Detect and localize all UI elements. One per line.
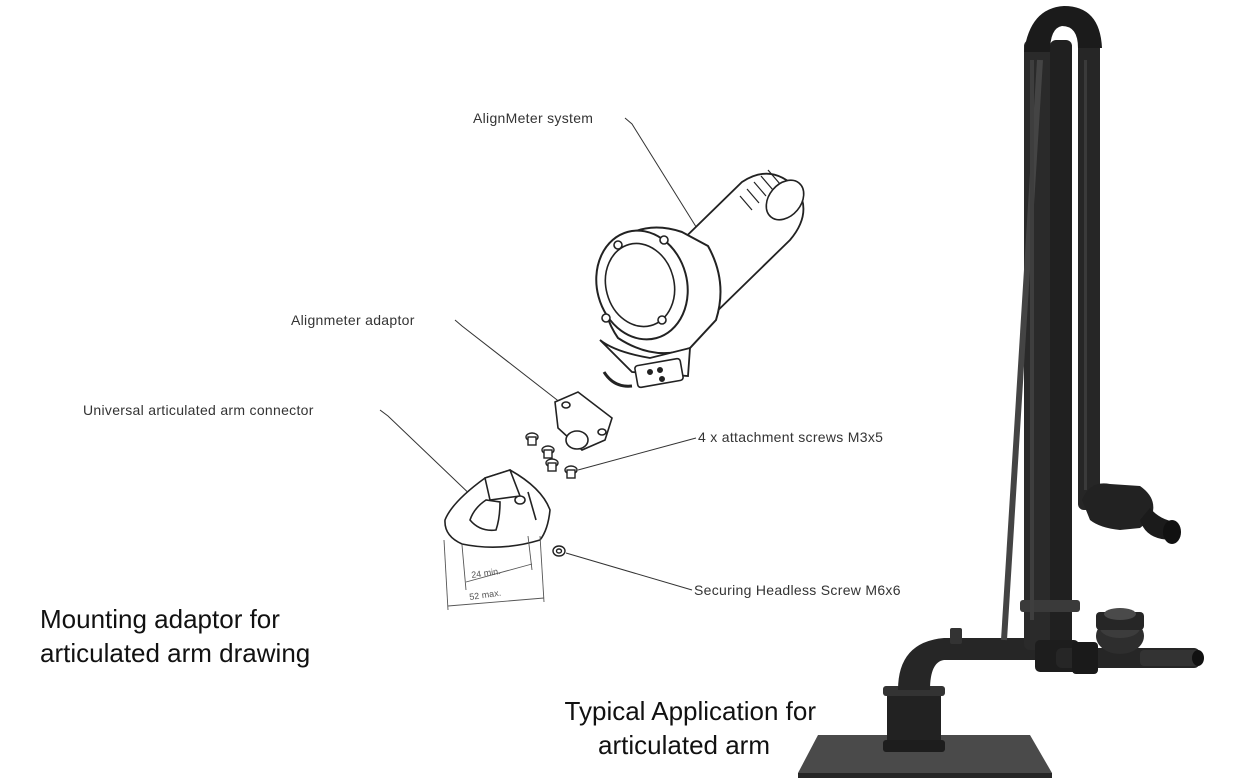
- caption-mounting-adaptor: Mounting adaptor for articulated arm dra…: [40, 602, 310, 670]
- label-attachment-screws: 4 x attachment screws M3x5: [698, 429, 884, 445]
- caption-left-line2: articulated arm drawing: [40, 638, 311, 668]
- headless-screw: [552, 545, 566, 557]
- caption-right-line2: articulated arm: [598, 730, 770, 760]
- articulated-arm: [798, 6, 1204, 778]
- label-alignmeter-system: AlignMeter system: [473, 110, 594, 126]
- label-alignmeter-adaptor: Alignmeter adaptor: [291, 312, 415, 328]
- caption-left-line1: Mounting adaptor for: [40, 604, 280, 634]
- arm-connector: [444, 469, 551, 548]
- caption-right-line1: Typical Application for: [564, 696, 816, 726]
- leader-attachment-screws: [577, 437, 697, 471]
- leader-headless-screw: [565, 552, 693, 591]
- alignmeter-adaptor: [554, 391, 613, 451]
- leader-alignmeter-adaptor: [454, 319, 571, 411]
- dimension-lines: [443, 535, 545, 611]
- label-headless-screw: Securing Headless Screw M6x6: [694, 582, 901, 598]
- caption-typical-application: Typical Application for articulated arm: [516, 694, 816, 762]
- leader-arm-connector: [379, 409, 479, 503]
- leader-alignmeter-system: [624, 117, 709, 247]
- attachment-screw-set: [525, 432, 578, 479]
- alignmeter-device: [595, 169, 805, 389]
- label-arm-connector: Universal articulated arm connector: [83, 402, 314, 418]
